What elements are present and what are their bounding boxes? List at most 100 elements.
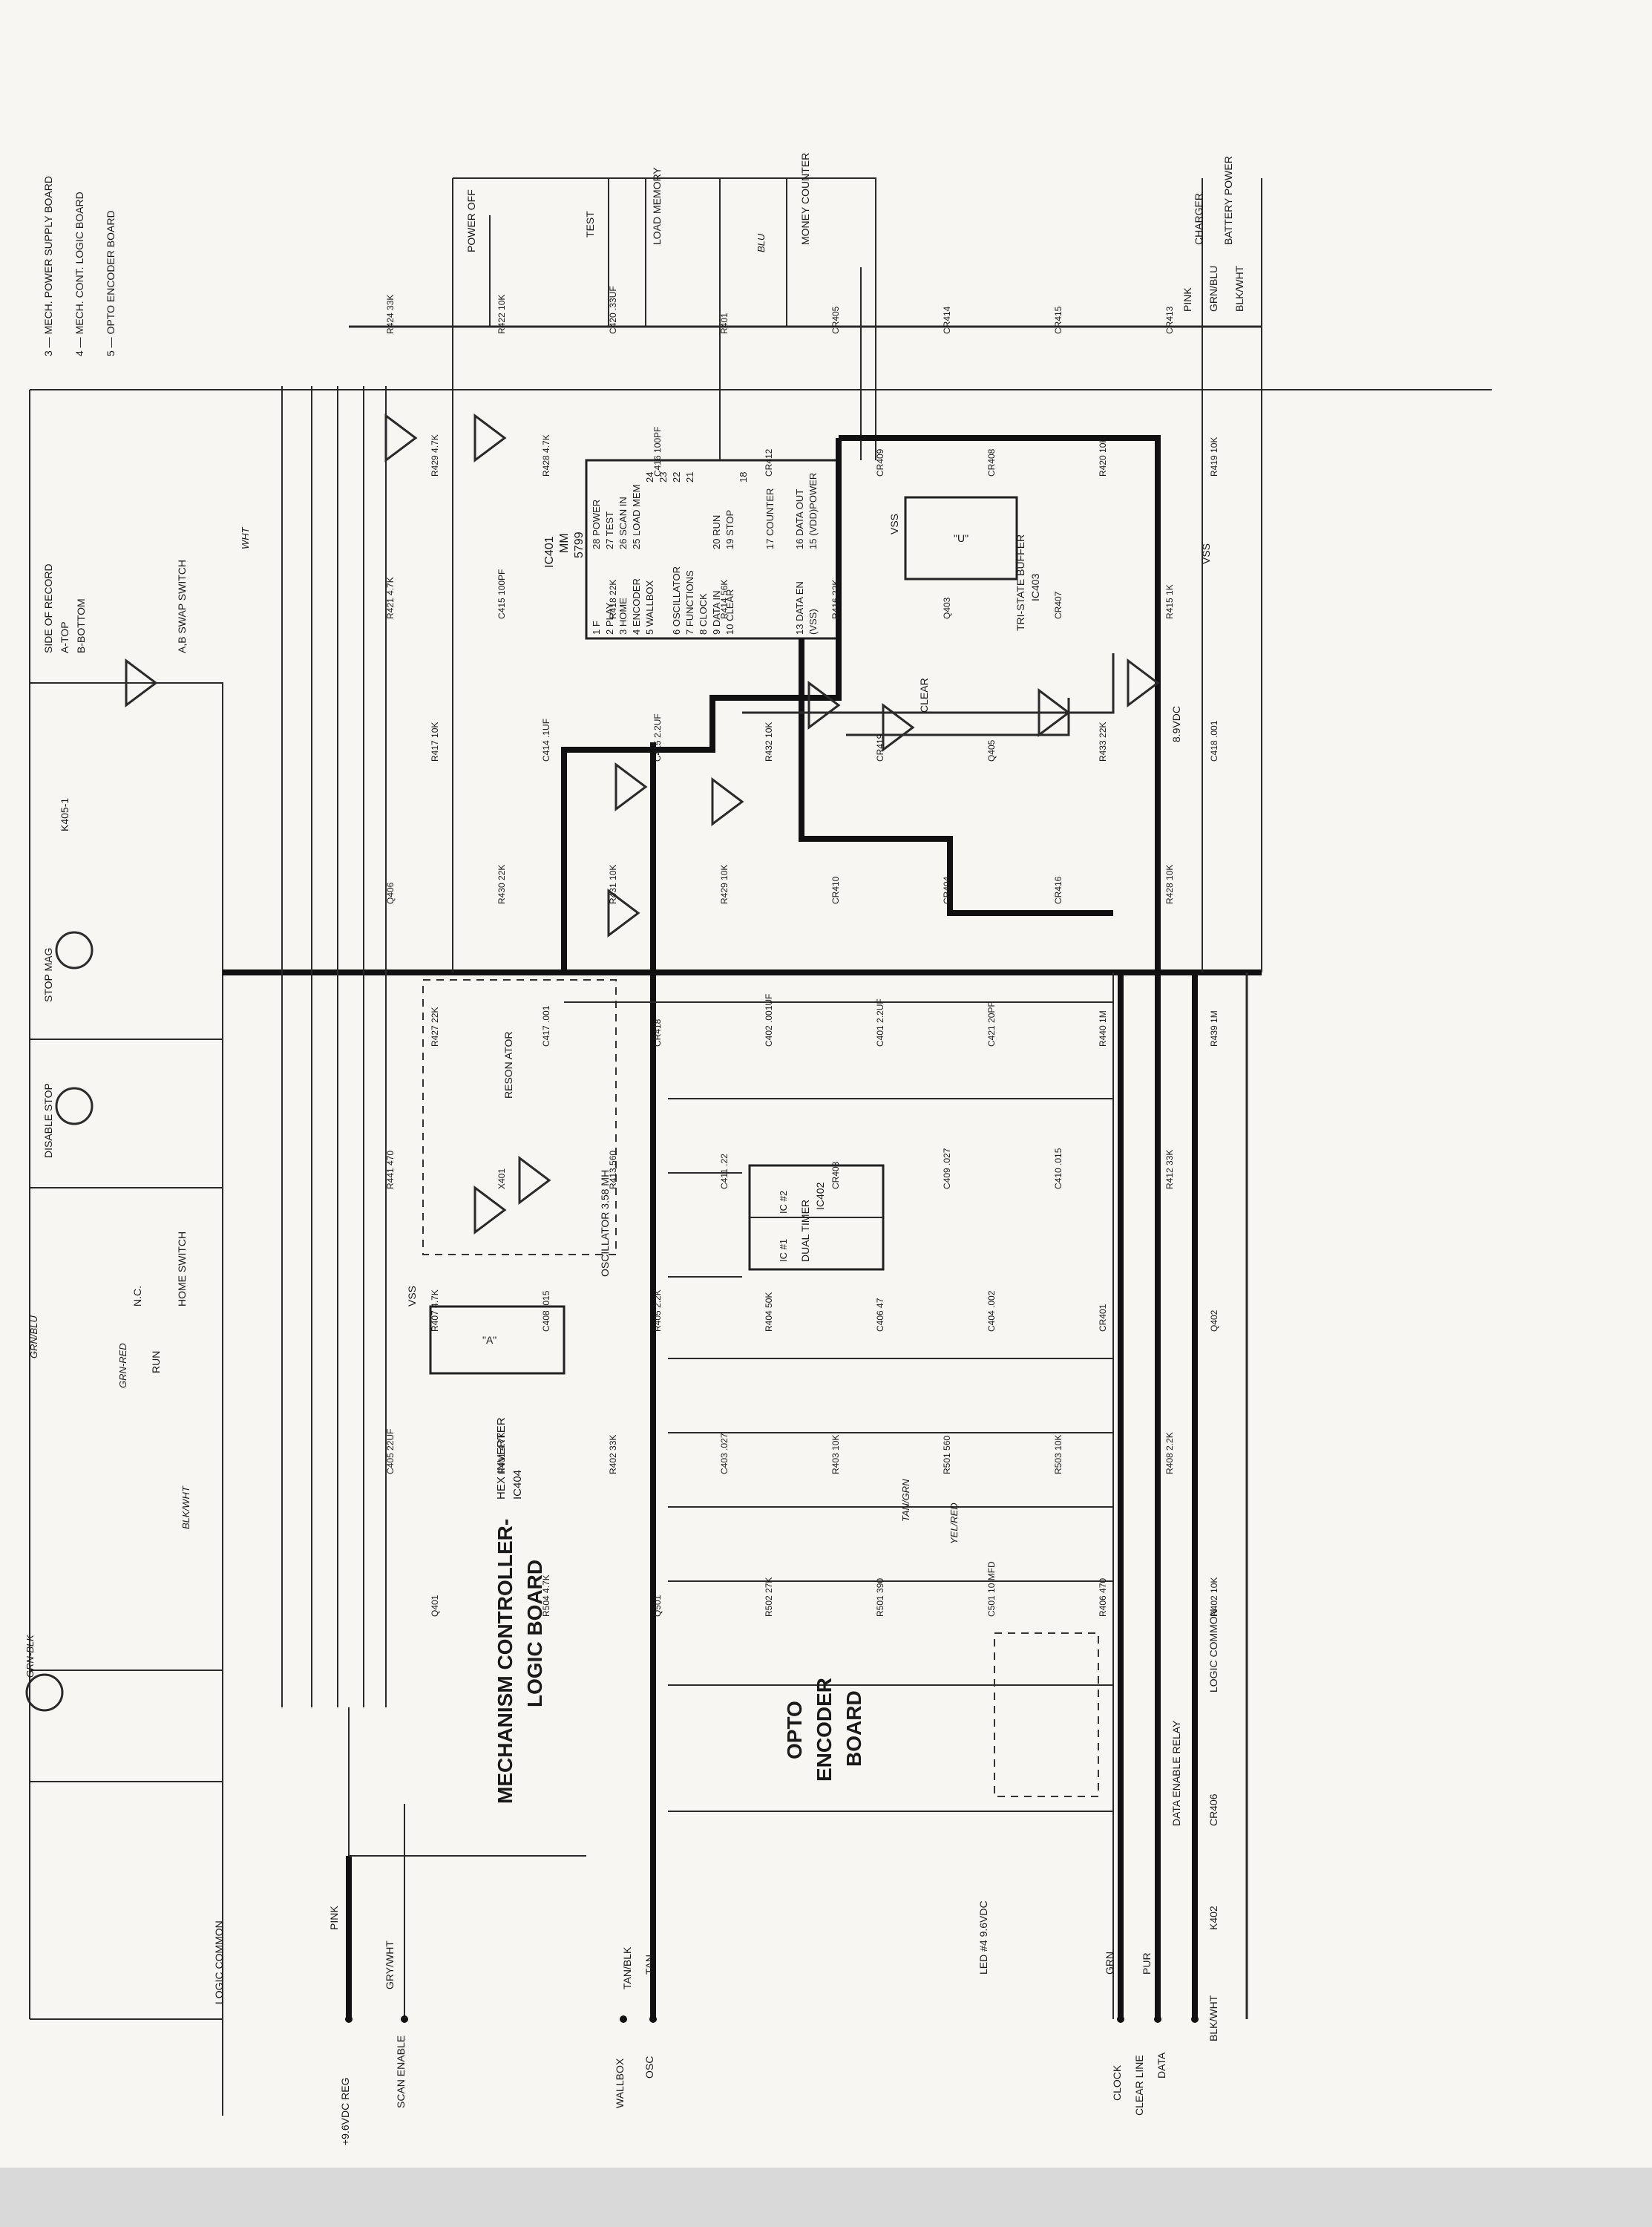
component-label: R415 1K [1164,584,1175,619]
k405-label: K405-1 [59,798,71,831]
component-label: C406 47 [875,1298,885,1332]
blu-label: BLU [755,233,767,252]
power-off-label: POWER OFF [465,189,477,252]
tan-blk-label: TAN/BLK [621,1946,633,1989]
component-label: CR410 [830,876,841,904]
grn-red-label: GRN-RED [117,1343,128,1388]
component-label: R431 10K [608,865,618,904]
component-label: CR415 [1053,306,1063,334]
left-switch-labels: SIDE OF RECORD A-TOP B-BOTTOM A,B SWAP S… [42,560,188,1373]
component-label: CR418 [652,1018,663,1047]
ic404-vss: VSS [406,1286,418,1307]
yel-red-label: YEL/RED [948,1502,960,1544]
component-label: R430 22K [496,865,507,904]
component-label: R406 470 [1098,1578,1108,1617]
osc-label: OSC [643,2056,655,2079]
resonator-label: RESON ATOR [502,1031,514,1099]
wht-label: WHT [240,526,251,549]
component-label: C410 .015 [1053,1148,1063,1189]
ic401-pin: 19 STOP [724,510,735,549]
side-of-record-label: SIDE OF RECORD [42,563,54,653]
component-label: R416 22K [830,580,841,619]
top-switch-labels: POWER OFF TEST LOAD MEMORY MONEY COUNTER… [465,153,811,1277]
component-label: Q402 [1209,1309,1219,1332]
grn-label: GRN [1104,1952,1115,1975]
component-label: R408 2.2K [1164,1432,1175,1474]
ic401-pin: 24 [644,472,655,483]
ic402-n1: IC #1 [778,1239,789,1262]
component-label: CR404 [942,876,952,904]
opto-board-wiring [564,972,1248,2019]
main-title-1: MECHANISM CONTROLLER- [494,1519,517,1804]
run-label: RUN [150,1351,162,1373]
component-label: R419 10K [1209,437,1219,477]
component-label: C421 20PF [986,1001,997,1047]
component-label: CR414 [942,306,952,334]
right-logic-common-label: LOGIC COMMON [1207,1609,1219,1693]
legend-item-4: 4 — MECH. CONT. LOGIC BOARD [73,192,85,356]
component-label: CR407 [1053,591,1063,619]
component-label: C414 .1UF [541,719,551,762]
ic401-pin: 18 [738,472,749,483]
k402-label: K402 [1207,1906,1219,1930]
opto-title-3: BOARD [842,1690,865,1767]
ic401-pin: 1 F [591,621,602,635]
right-terminals: CHARGER BATTERY POWER PINK GRN/BLU BLK/W… [918,156,1262,1930]
ic401-part: MM [558,533,571,553]
ic401-pin: 20 RUN [711,515,722,549]
opto-title-1: OPTO [783,1701,806,1759]
ic401-pin: 13 DATA EN [794,581,805,635]
ic403-label: TRI-STATE BUFFER [1015,534,1026,631]
vss-label: VSS [1200,543,1212,564]
pink-bottom-label: PINK [328,1906,340,1930]
component-label: R404 50K [764,1292,774,1332]
ic402-n2: IC #2 [778,1191,789,1214]
component-label: R503 10K [1053,1435,1063,1474]
component-label: R441 470 [385,1151,396,1189]
bottom-terminals: +9.6VDC REG SCAN ENABLE LOGIC COMMON WAL… [213,1900,1219,2145]
disable-stop-label: DISABLE STOP [42,1083,54,1158]
component-label: C417 .001 [541,1005,551,1047]
ic401-pin: 28 POWER [591,500,602,549]
ic401-pin: 3 HOME [617,598,629,635]
grn-blu-label: GRN/BLU [28,1315,39,1358]
component-label: R429 4.7K [430,434,440,477]
charger-label: CHARGER [1193,193,1204,245]
component-label: R433 22K [1098,722,1108,762]
ic402-chip: IC #2 IC #1 DUAL TIMER IC402 [748,1164,885,1271]
side-b-label: B-BOTTOM [75,598,87,653]
ic402-label: DUAL TIMER [799,1200,811,1262]
led-label: LED #4 9.6VDC [977,1900,989,1975]
ic401-name: IC401 [543,536,556,568]
component-label: R429 10K [719,865,730,904]
component-label: CR401 [1098,1304,1108,1332]
component-label: C404 .002 [986,1290,997,1332]
data-enable-relay-label: DATA ENABLE RELAY [1170,1720,1182,1826]
component-label: R424 33K [385,295,396,334]
component-label: CR416 [1053,876,1063,904]
component-label: X401 [496,1168,507,1189]
component-label: CR403 [830,1161,841,1189]
grn-blk-label: GRN-BLK [24,1634,36,1678]
clear-label: CLEAR [918,678,930,713]
component-label: R428 4.7K [541,434,551,477]
cr406-label: CR406 [1207,1793,1219,1826]
ic401-pin: 26 SCAN IN [617,497,629,549]
component-label: Q403 [942,597,952,619]
ic401-right-pins: 28 POWER 27 TEST 26 SCAN IN 25 LOAD MEM … [591,472,819,549]
component-label: CR413 [1164,306,1175,334]
component-label: C408 .015 [541,1290,551,1332]
side-a-label: A-TOP [59,621,71,653]
component-label: R439 1M [1209,1010,1219,1047]
component-label: C403 .027 [719,1433,730,1474]
ic403-u: "U" [954,532,968,544]
ic401-pin: 6 OSCILLATOR [671,566,682,635]
stop-mag-label: STOP MAG [42,948,54,1002]
component-label: R428 10K [1164,865,1175,904]
opto-title-2: ENCODER [813,1678,836,1782]
ic401-pin: 7 FUNCTIONS [684,570,695,635]
page-bottom-edge [0,2168,1652,2227]
ic401-pin: 4 ENCODER [631,578,642,635]
pur-label: PUR [1141,1952,1153,1975]
